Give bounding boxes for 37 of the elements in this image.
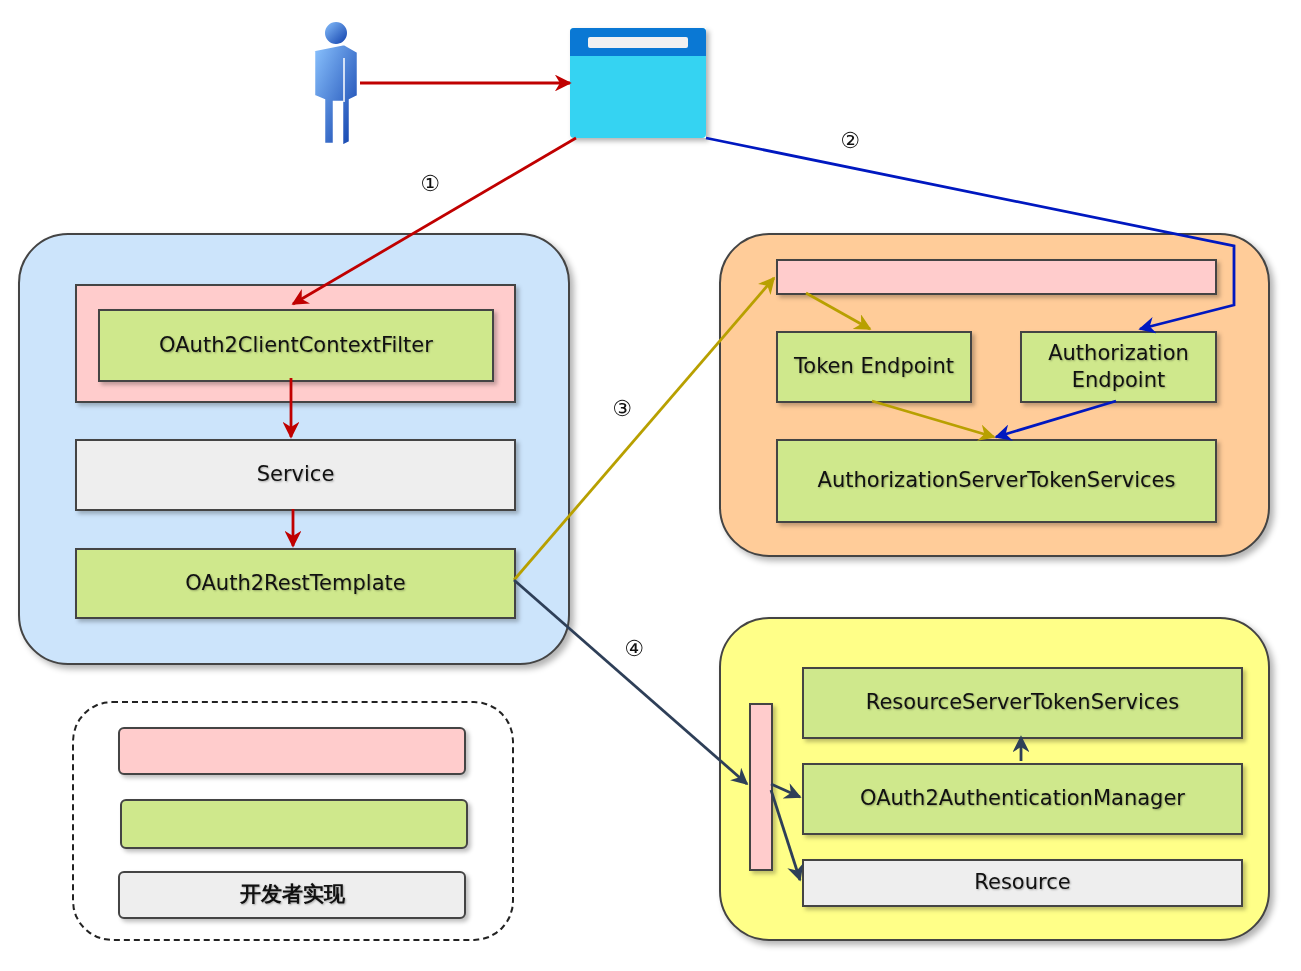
class-box: Resource	[802, 859, 1243, 907]
arrow	[1012, 735, 1030, 761]
server-panel	[719, 233, 1270, 557]
arrow	[291, 136, 577, 306]
legend-box: 开发者实现	[118, 871, 466, 919]
arrow	[512, 276, 776, 581]
arrow	[770, 782, 802, 799]
class-box: OAuth2AuthenticationManager	[802, 763, 1243, 835]
resource-panel	[719, 617, 1270, 941]
step-number: ④	[624, 635, 644, 661]
arrow	[871, 399, 996, 441]
class-box: ResourceServerTokenServices	[802, 667, 1243, 739]
class-box: Token Endpoint	[776, 331, 972, 403]
arrow	[513, 578, 749, 786]
filter-band	[75, 284, 516, 403]
client-panel	[18, 233, 570, 665]
step-number: ②	[840, 127, 860, 153]
legend-panel	[72, 701, 514, 941]
class-box: OAuth2ClientContextFilter	[98, 309, 494, 382]
legend-box	[118, 727, 466, 775]
class-box: OAuth2RestTemplate	[75, 548, 516, 619]
class-box: Authorization Endpoint	[1020, 331, 1217, 403]
class-box: AuthorizationServerTokenServices	[776, 439, 1217, 523]
arrow	[805, 291, 872, 331]
arrow	[994, 399, 1117, 441]
arrow	[769, 789, 804, 882]
arrow	[284, 509, 302, 548]
arrow	[282, 378, 300, 439]
arrow	[705, 136, 1236, 334]
filter-band	[776, 259, 1217, 295]
step-number: ③	[612, 395, 632, 421]
class-box: Service	[75, 439, 516, 511]
browser-window-icon	[570, 28, 706, 138]
step-number: ①	[420, 170, 440, 196]
legend-box	[120, 799, 468, 849]
arrow	[360, 74, 572, 92]
filter-bar	[749, 703, 773, 871]
